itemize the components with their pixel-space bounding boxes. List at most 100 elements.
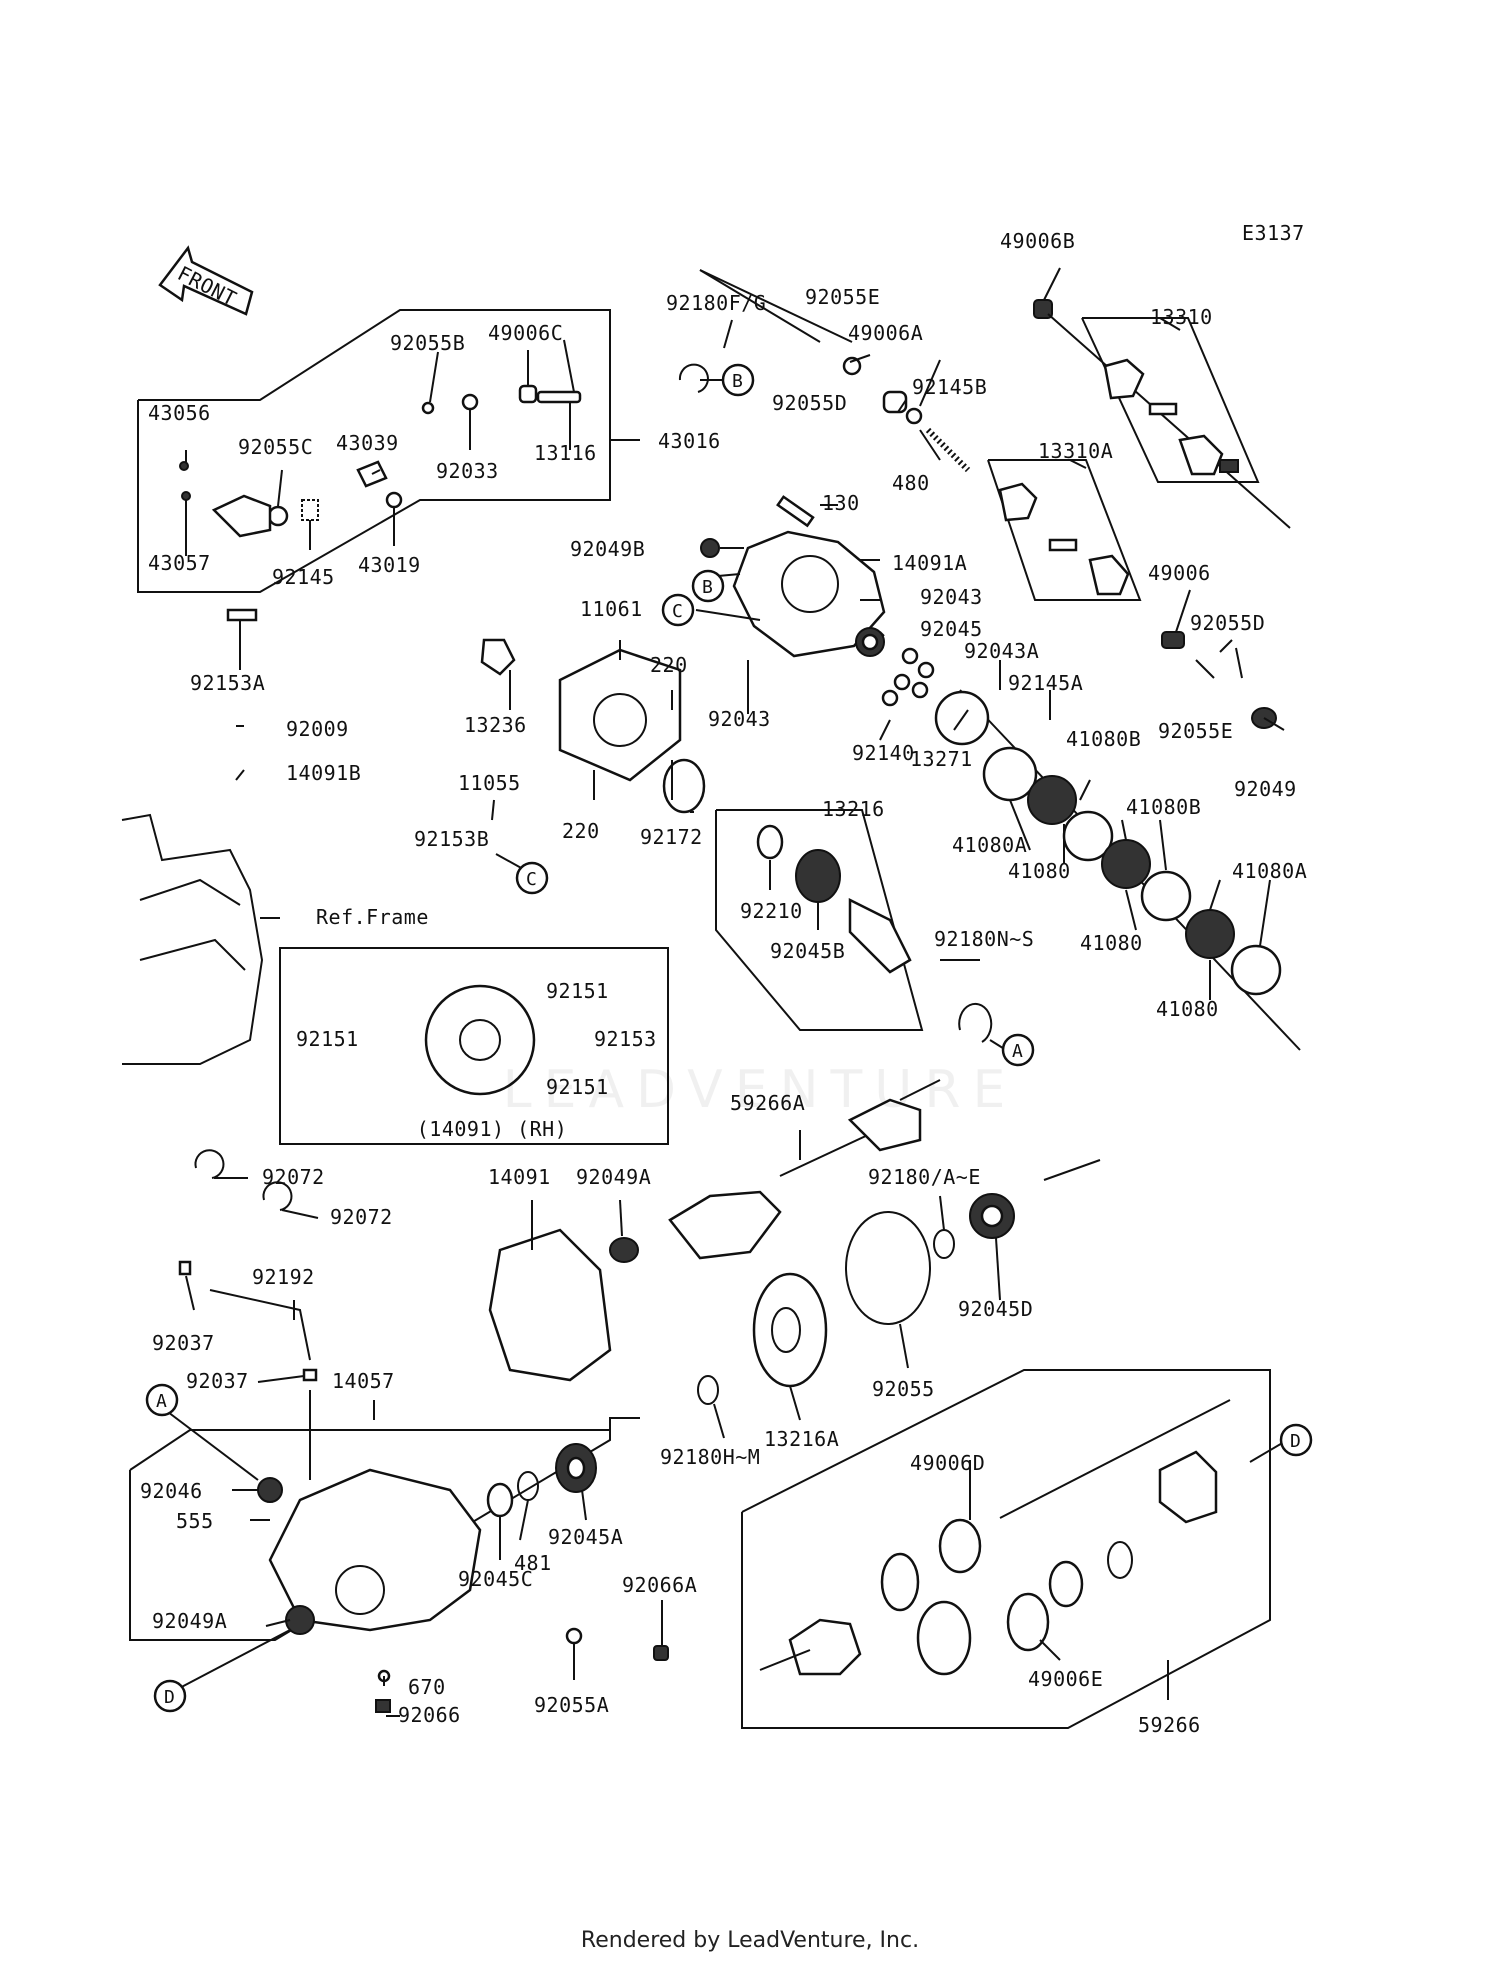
part-label: 481 xyxy=(514,1551,552,1575)
part-label: 41080 xyxy=(1008,859,1071,883)
part-label: 92055B xyxy=(390,331,465,355)
part-label: 92145B xyxy=(912,375,987,399)
callout-a-right: A xyxy=(1001,1033,1035,1067)
svg-text:D: D xyxy=(164,1687,175,1708)
part-label: 92072 xyxy=(330,1205,393,1229)
part-label: 92066A xyxy=(622,1573,697,1597)
part-label: 43039 xyxy=(336,431,399,455)
part-label: 92055D xyxy=(1190,611,1265,635)
part-label: 13216A xyxy=(764,1427,839,1451)
part-label: 130 xyxy=(822,491,860,515)
part-label: 14057 xyxy=(332,1369,395,1393)
part-label: 92045 xyxy=(920,617,983,641)
part-label: 59266A xyxy=(730,1091,805,1115)
part-label: 92055E xyxy=(805,285,880,309)
watermark: LEADVENTURE xyxy=(502,1060,1018,1120)
part-label: 49006A xyxy=(848,321,923,345)
part-label: 92151 xyxy=(296,1027,359,1051)
part-label: 92055 xyxy=(872,1377,935,1401)
part-label: 49006B xyxy=(1000,229,1075,253)
diagram-code: E3137 xyxy=(1242,221,1305,245)
callout-c-left: C xyxy=(515,861,549,895)
part-label: 92045A xyxy=(548,1525,623,1549)
part-label: 92045D xyxy=(958,1297,1033,1321)
svg-text:C: C xyxy=(672,601,683,622)
callout-markers: B B C C A A D D xyxy=(145,363,1313,1713)
part-label: 92049A xyxy=(576,1165,651,1189)
part-label: 43057 xyxy=(148,551,211,575)
part-label: 92210 xyxy=(740,899,803,923)
callout-d-left: D xyxy=(153,1679,187,1713)
part-label: 670 xyxy=(408,1675,446,1699)
part-label: 92072 xyxy=(262,1165,325,1189)
part-label: 49006 xyxy=(1148,561,1211,585)
part-label: 41080B xyxy=(1126,795,1201,819)
part-label: 92192 xyxy=(252,1265,315,1289)
part-label: 13310 xyxy=(1150,305,1213,329)
part-label: 14091A xyxy=(892,551,967,575)
part-label: 13216 xyxy=(822,797,885,821)
inset-caption: (14091) (RH) xyxy=(417,1117,568,1141)
leader-lines xyxy=(159,267,1285,1717)
callout-b-mid: B xyxy=(691,569,725,603)
part-label: 92180F/G xyxy=(666,291,766,315)
part-label: 92049 xyxy=(1234,777,1297,801)
part-label: 92009 xyxy=(286,717,349,741)
part-shapes xyxy=(178,299,1291,1713)
part-label: 13116 xyxy=(534,441,597,465)
part-label: 92055C xyxy=(238,435,313,459)
part-label: 92049B xyxy=(570,537,645,561)
part-label: 41080B xyxy=(1066,727,1141,751)
svg-text:D: D xyxy=(1290,1431,1301,1452)
part-label: 92043 xyxy=(920,585,983,609)
part-label: 41080 xyxy=(1156,997,1219,1021)
footer-credit: Rendered by LeadVenture, Inc. xyxy=(580,1928,920,1953)
part-label: 49006D xyxy=(910,1451,985,1475)
part-label: 92045C xyxy=(458,1567,533,1591)
part-label: 220 xyxy=(650,653,688,677)
svg-text:A: A xyxy=(1012,1041,1023,1062)
part-label: 92145A xyxy=(1008,671,1083,695)
part-label: 92045B xyxy=(770,939,845,963)
part-label: 92055E xyxy=(1158,719,1233,743)
part-label: 13271 xyxy=(910,747,973,771)
part-label: 11061 xyxy=(580,597,643,621)
part-label: 43016 xyxy=(658,429,721,453)
part-label: 14091 xyxy=(488,1165,551,1189)
part-label: 11055 xyxy=(458,771,521,795)
svg-text:B: B xyxy=(732,371,743,392)
part-label: 59266 xyxy=(1138,1713,1201,1737)
part-labels: 49006B 13310 92055E 92180F/G 92055B 4900… xyxy=(140,229,1307,1737)
part-label: 43019 xyxy=(358,553,421,577)
part-label: 14091B xyxy=(286,761,361,785)
part-label: 92066 xyxy=(398,1703,461,1727)
part-label: 92055D xyxy=(772,391,847,415)
part-label: 92043 xyxy=(708,707,771,731)
part-label: 41080A xyxy=(1232,859,1307,883)
part-label: 92180H~M xyxy=(660,1445,760,1469)
part-label: 41080 xyxy=(1080,931,1143,955)
part-label: 41080A xyxy=(952,833,1027,857)
part-label: 92151 xyxy=(546,979,609,1003)
front-arrow-icon: FRONT xyxy=(158,245,254,316)
part-label: 92037 xyxy=(152,1331,215,1355)
part-label: 92043A xyxy=(964,639,1039,663)
callout-c-mid: C xyxy=(661,593,695,627)
part-label: 13236 xyxy=(464,713,527,737)
part-label: 49006C xyxy=(488,321,563,345)
part-label: 92046 xyxy=(140,1479,203,1503)
part-label: 555 xyxy=(176,1509,214,1533)
part-label: 13310A xyxy=(1038,439,1113,463)
part-label: 92180N~S xyxy=(934,927,1034,951)
part-label: 43056 xyxy=(148,401,211,425)
svg-text:A: A xyxy=(156,1391,167,1412)
part-label: 92055A xyxy=(534,1693,609,1717)
part-label: 92153A xyxy=(190,671,265,695)
part-label: 92033 xyxy=(436,459,499,483)
part-label: 92153 xyxy=(594,1027,657,1051)
callout-b-top: B xyxy=(721,363,755,397)
callout-a-left: A xyxy=(145,1383,179,1417)
part-label: 92153B xyxy=(414,827,489,851)
part-label: 92145 xyxy=(272,565,335,589)
